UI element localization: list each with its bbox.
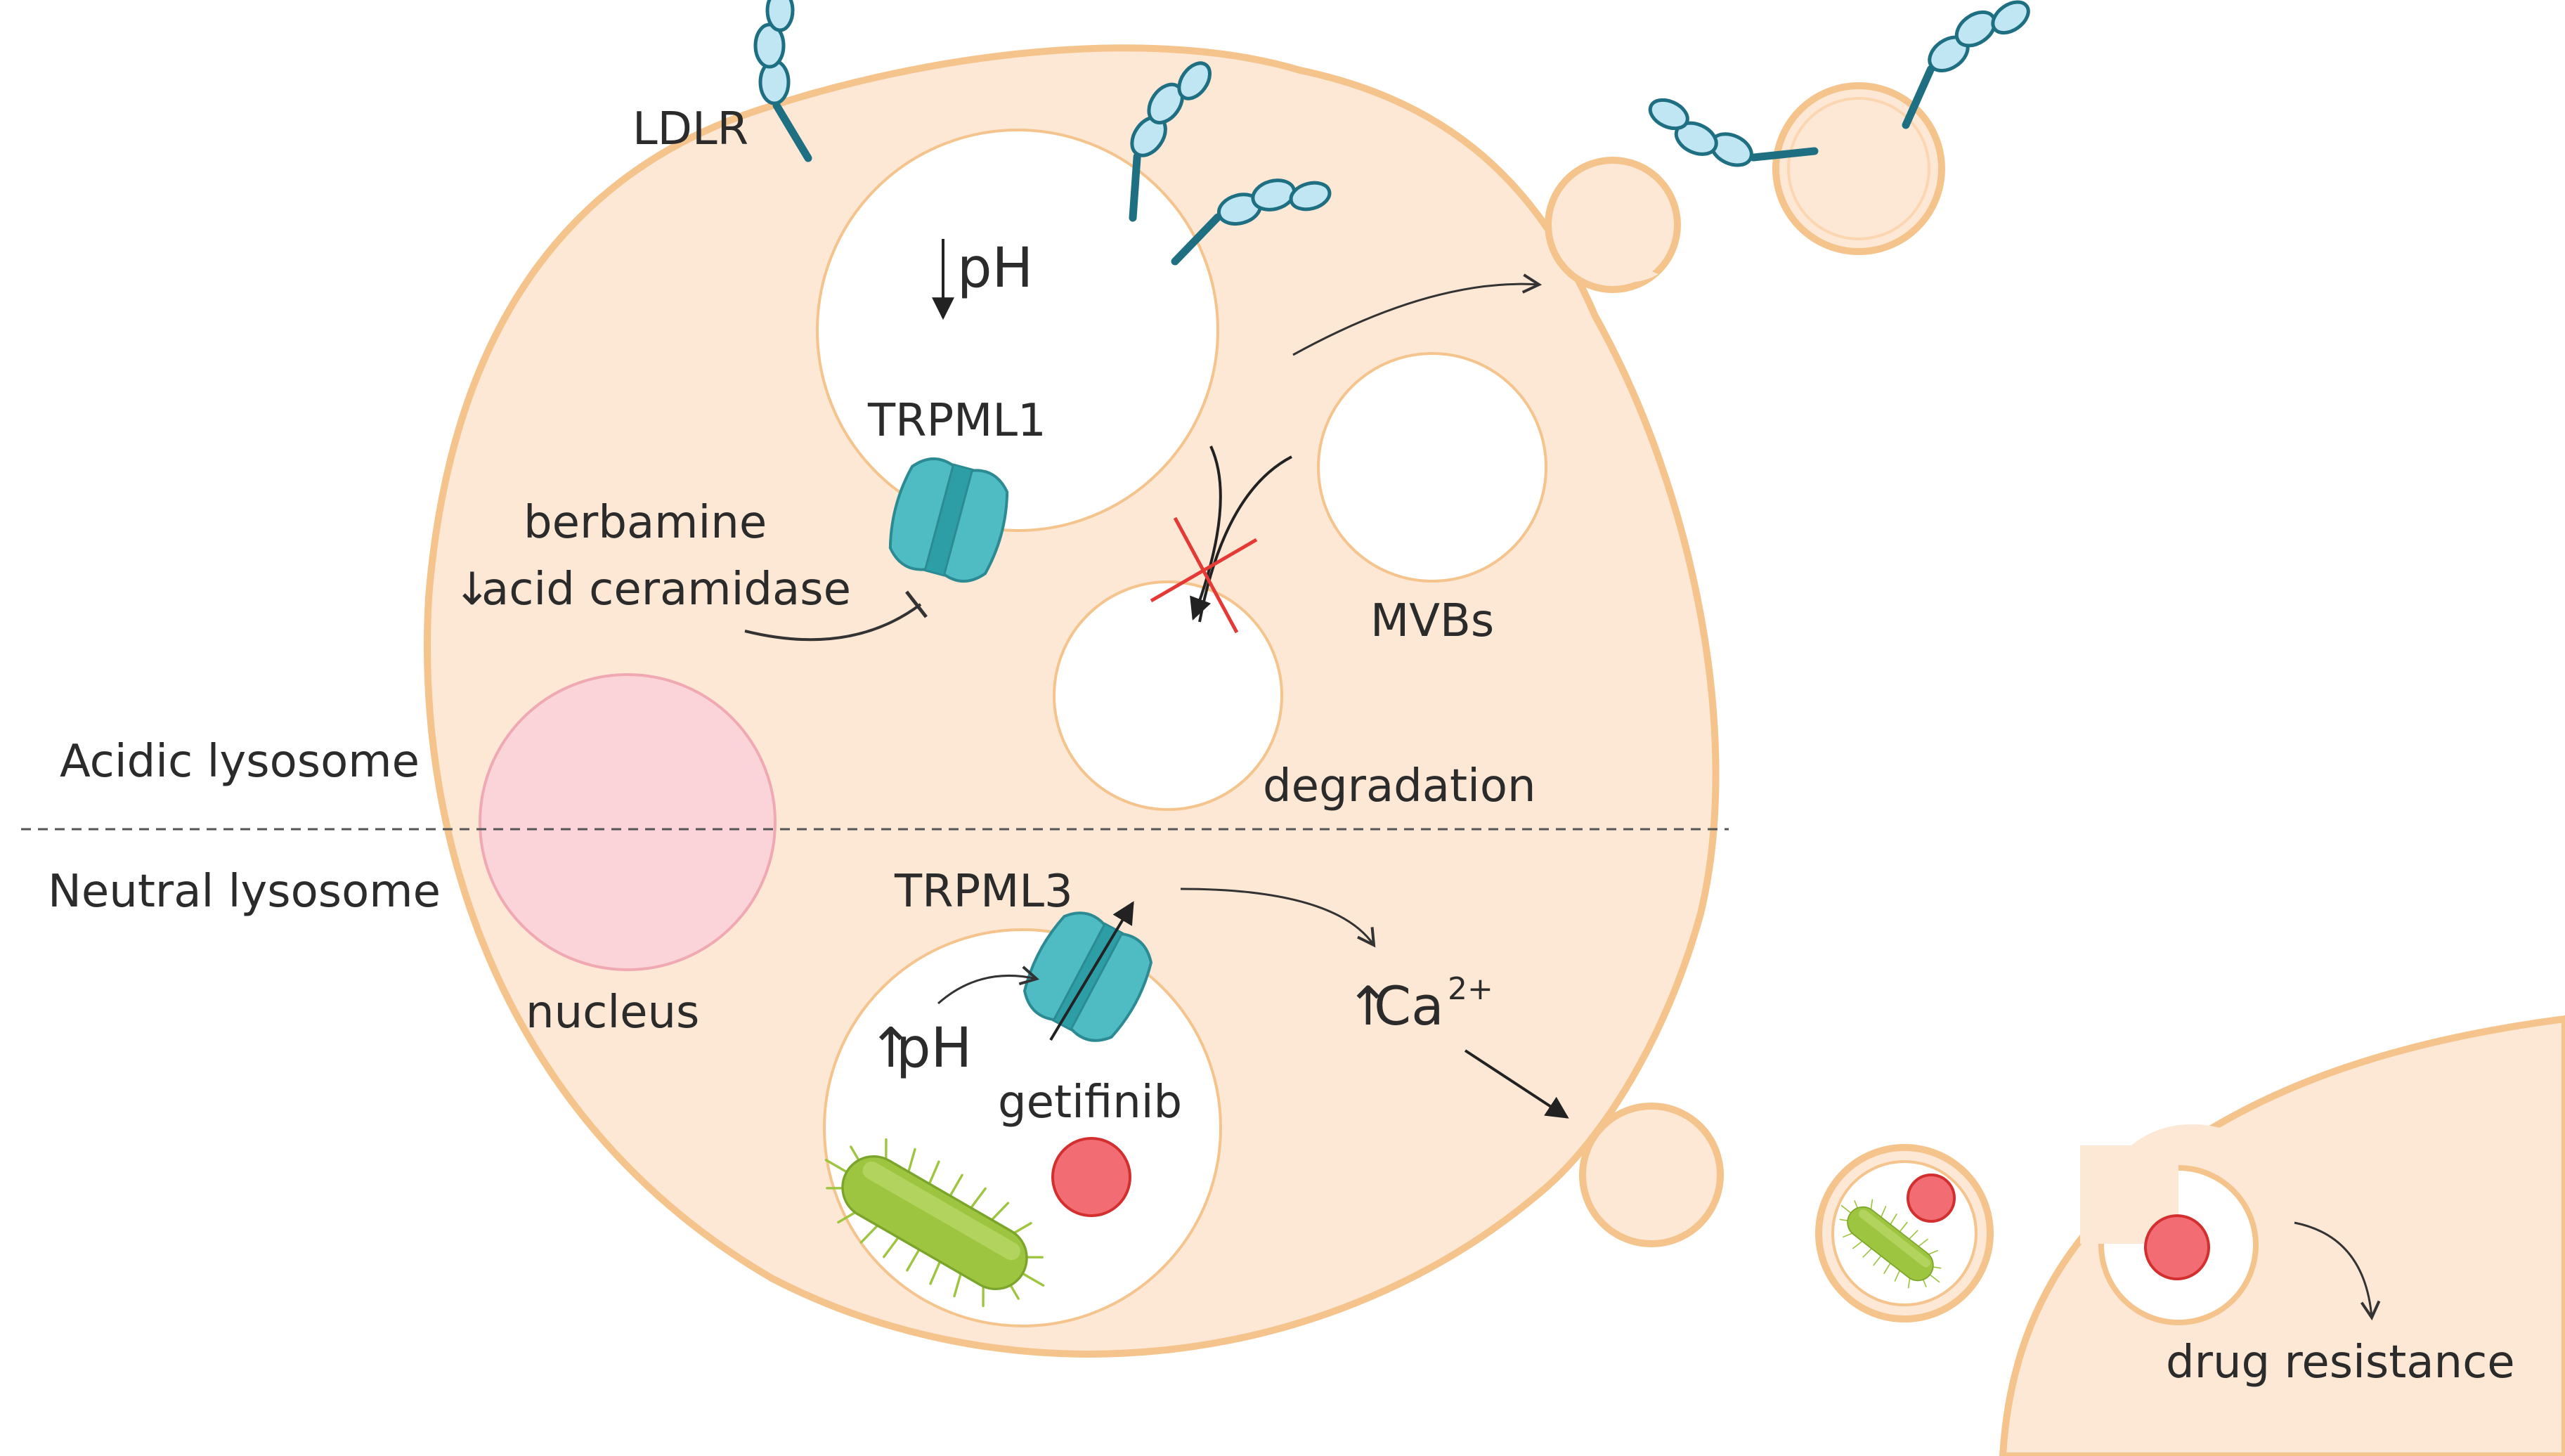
label-nucleus: nucleus: [526, 987, 699, 1039]
secretion-arrow-top: [1292, 273, 1543, 356]
label-ph-low: pH: [957, 237, 1033, 300]
drug-particle-icon: [2144, 1214, 2210, 1280]
ca-to-exocytosis-arrow: [1464, 1049, 1569, 1119]
mvb-vesicle: [1317, 352, 1547, 583]
inhibition-bar-icon: [905, 590, 928, 618]
released-exosome-ldlr: [1772, 82, 1945, 255]
degradation-vesicle: [1053, 580, 1283, 811]
label-ldlr: LDLR: [632, 103, 748, 155]
fusion-arrow-left: [1190, 446, 1222, 620]
label-acidic-lysosome: Acidic lysosome: [60, 736, 420, 788]
drug-particle-icon: [1907, 1174, 1956, 1223]
label-trpml3: TRPML3: [894, 866, 1073, 918]
recipient-cell: [1999, 1015, 2565, 1456]
ca-up-arrow: ↑: [1346, 975, 1391, 1037]
label-getifinib: getifinib: [998, 1077, 1182, 1129]
label-berbamine: berbamine: [524, 497, 767, 549]
label-drug-resistance: drug resistance: [2166, 1337, 2515, 1389]
ph-to-trpml3-arrow: [937, 966, 1040, 1005]
label-calcium: Ca: [1374, 975, 1444, 1037]
label-acid-ceramidase: acid ceramidase: [481, 564, 851, 616]
label-mvbs: MVBs: [1370, 595, 1494, 647]
ph-up-arrow: ↑: [868, 1017, 914, 1080]
drug-particle-icon: [1051, 1137, 1131, 1217]
budding-vesicle-top: [1545, 157, 1681, 293]
label-calcium-charge: 2+: [1448, 971, 1493, 1007]
fusion-arrow-right: [1198, 455, 1292, 623]
label-ph-high: pH: [896, 1017, 972, 1080]
trpml3-to-ca-arrow: [1180, 888, 1376, 948]
acidic-lysosome: [816, 129, 1219, 532]
acid-ceramidase-down-arrow: ↓: [453, 564, 491, 616]
nucleus: [479, 673, 777, 971]
trpml3-flux-arrow: [1049, 901, 1134, 1041]
berbamine-inhibition-arc: [744, 603, 922, 642]
released-vesicle-cargo: [1815, 1144, 1994, 1322]
inhibition-cross-icon: [1150, 516, 1258, 634]
budding-vesicle-bottom: [1579, 1103, 1724, 1247]
label-degradation: degradation: [1263, 760, 1536, 812]
drug-resistance-arrow: [2294, 1221, 2381, 1321]
label-trpml1: TRPML1: [867, 395, 1046, 447]
label-neutral-lysosome: Neutral lysosome: [48, 866, 441, 918]
